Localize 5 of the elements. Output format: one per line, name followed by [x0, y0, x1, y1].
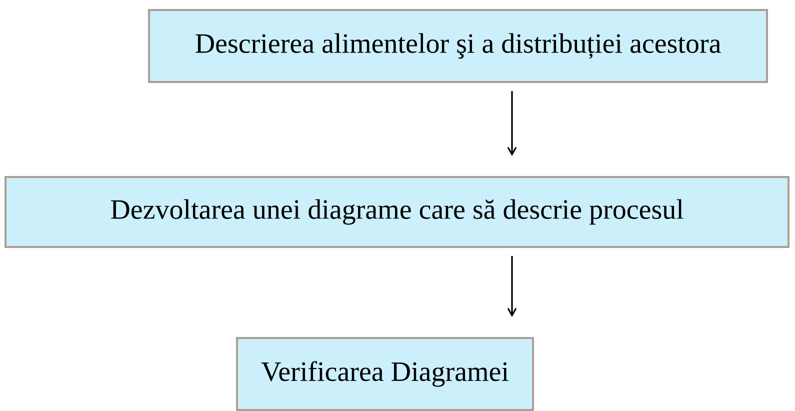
arrow: [507, 256, 517, 317]
process-box: Verificarea Diagramei: [236, 337, 534, 411]
process-box: Dezvoltarea unei diagrame care să descrie procesul: [4, 176, 790, 248]
arrow: [507, 91, 517, 156]
process-box: Descrierea alimentelor şi a distribuției acestora: [148, 9, 768, 83]
